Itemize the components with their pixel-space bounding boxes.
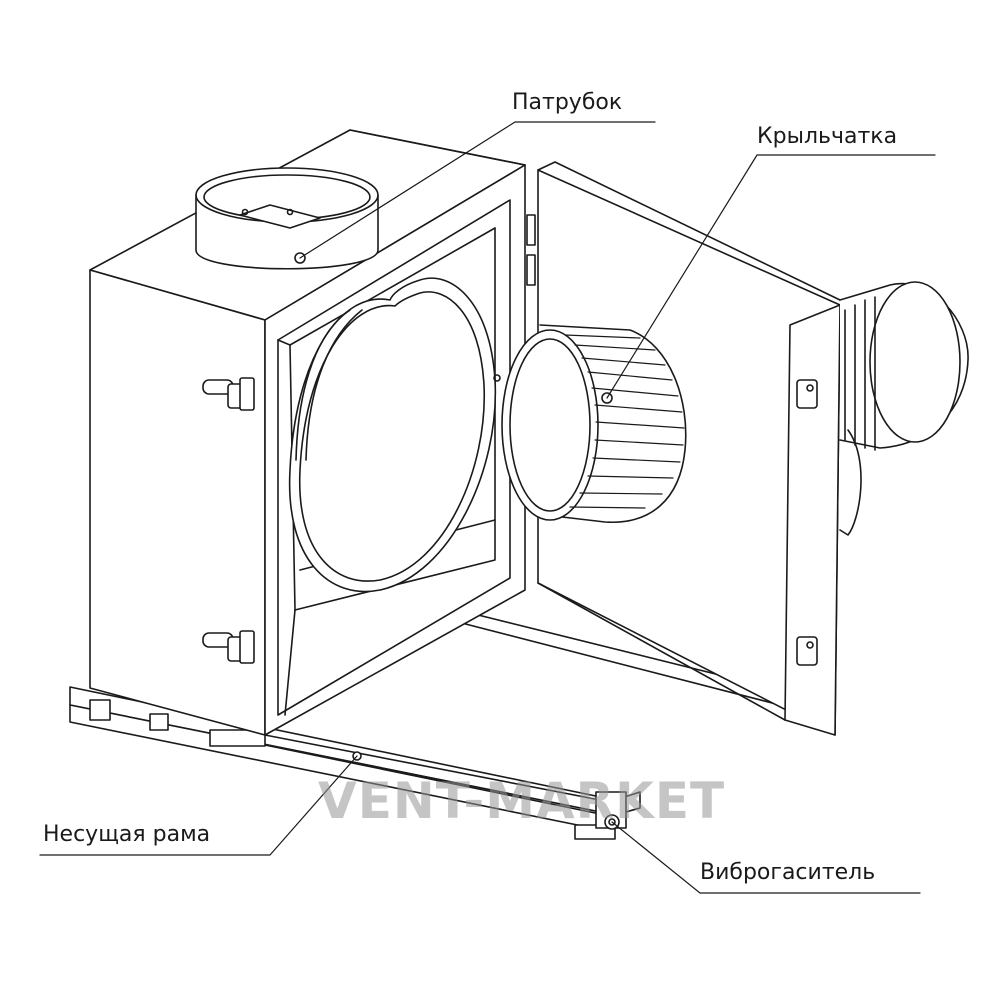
impeller: [501, 324, 687, 523]
leader-impeller: [606, 154, 936, 399]
fan-housing: [89, 129, 536, 736]
leader-nozzle: [299, 121, 656, 259]
motor: [839, 281, 969, 536]
label-nozzle: Патрубок: [512, 90, 623, 115]
leader-lines: [39, 121, 936, 894]
leader-damper: [611, 821, 921, 894]
latch-bottom: [202, 630, 255, 664]
watermark: VENT-MARKET: [318, 772, 726, 830]
latch-top: [202, 377, 255, 411]
label-frame: Несущая рама: [43, 822, 211, 847]
housing-door: [537, 161, 841, 736]
leader-frame: [39, 755, 358, 856]
label-damper: Виброгаситель: [700, 860, 876, 885]
label-impeller: Крыльчатка: [757, 124, 898, 149]
outlet-nozzle: [195, 167, 379, 270]
